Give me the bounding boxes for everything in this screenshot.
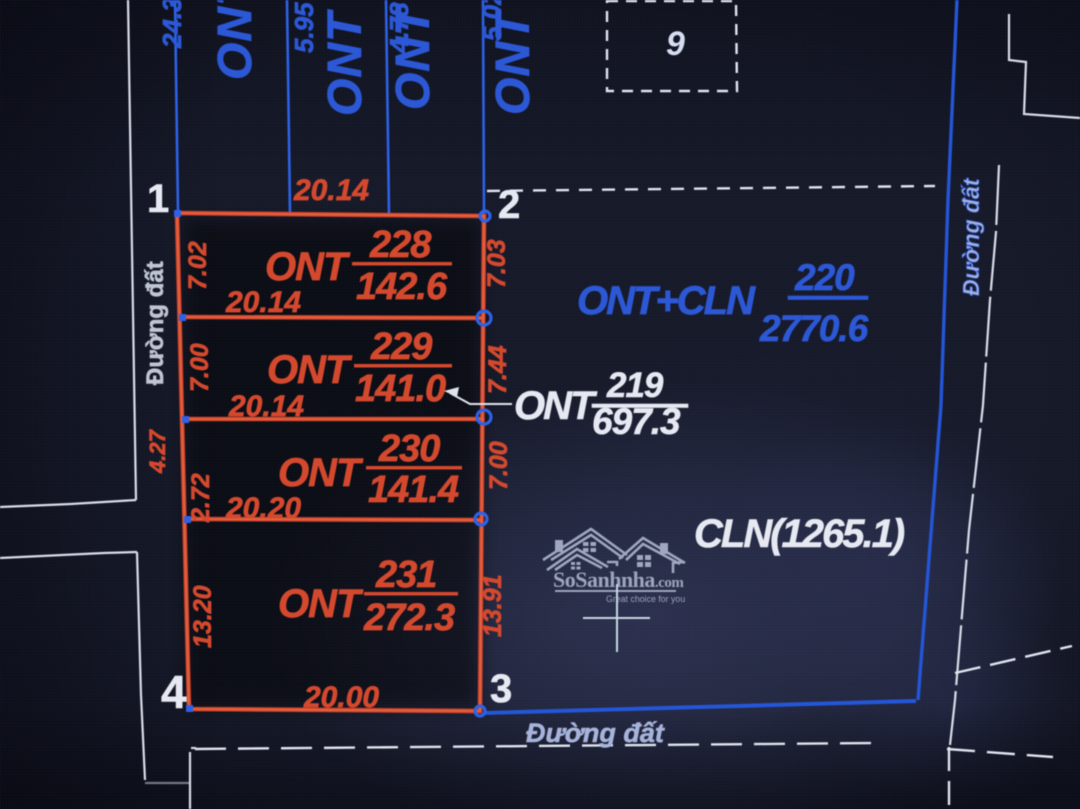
svg-text:ONT: ONT [278,451,364,495]
svg-text:Đường đất: Đường đất [142,261,169,385]
svg-text:7.03: 7.03 [483,239,511,288]
svg-text:ONT: ONT [265,245,351,289]
svg-text:230: 230 [378,428,440,470]
svg-text:1: 1 [147,177,169,221]
svg-text:ONT+CLN: ONT+CLN [577,279,756,323]
svg-text:ONT 10: ONT 10 [319,0,372,116]
svg-text:ONT 1: ONT 1 [487,0,540,115]
svg-text:20.14: 20.14 [225,286,301,319]
svg-text:ONT 1: ONT 1 [387,0,440,110]
svg-text:ONT: ONT [278,582,364,626]
svg-text:4: 4 [161,666,187,718]
svg-text:4.27: 4.27 [145,428,170,474]
svg-text:SoSanhnha.com: SoSanhnha.com [553,567,684,592]
svg-text:24.3: 24.3 [157,0,187,49]
svg-text:ONT 2: ONT 2 [209,0,262,80]
svg-text:2.72: 2.72 [187,473,215,523]
svg-text:ONT: ONT [514,384,598,428]
svg-text:4.78: 4.78 [384,2,414,54]
svg-text:229: 229 [370,326,432,368]
svg-text:9: 9 [666,25,685,63]
svg-text:CLN(1265.1): CLN(1265.1) [694,512,905,556]
svg-text:2770.6: 2770.6 [759,308,869,349]
svg-text:7.02: 7.02 [184,241,212,290]
svg-text:13.20: 13.20 [189,585,217,648]
svg-text:2: 2 [498,183,520,227]
svg-text:20.20: 20.20 [225,492,301,525]
svg-text:Đường đất: Đường đất [958,177,984,296]
svg-text:231: 231 [375,554,436,596]
svg-text:7.00: 7.00 [485,441,513,490]
svg-text:5.02: 5.02 [477,0,507,41]
svg-text:141.4: 141.4 [368,469,459,511]
svg-text:20.14: 20.14 [293,174,369,207]
svg-text:13.91: 13.91 [479,574,507,637]
svg-text:272.3: 272.3 [363,597,455,639]
svg-text:220: 220 [794,257,855,298]
svg-text:ONT: ONT [267,348,353,392]
svg-text:Great choice for you: Great choice for you [606,594,685,604]
svg-text:697.3: 697.3 [592,401,681,442]
svg-text:228: 228 [369,224,432,266]
svg-text:20.00: 20.00 [303,681,379,714]
svg-text:20.14: 20.14 [228,390,304,423]
svg-text:5.95: 5.95 [289,2,319,53]
svg-text:3: 3 [490,667,512,711]
svg-text:7.00: 7.00 [186,343,214,392]
svg-text:142.6: 142.6 [356,266,448,308]
svg-text:141.0: 141.0 [355,368,446,410]
svg-text:Đường đất: Đường đất [526,718,665,748]
svg-text:7.44: 7.44 [484,345,512,394]
svg-text:219: 219 [606,366,664,405]
